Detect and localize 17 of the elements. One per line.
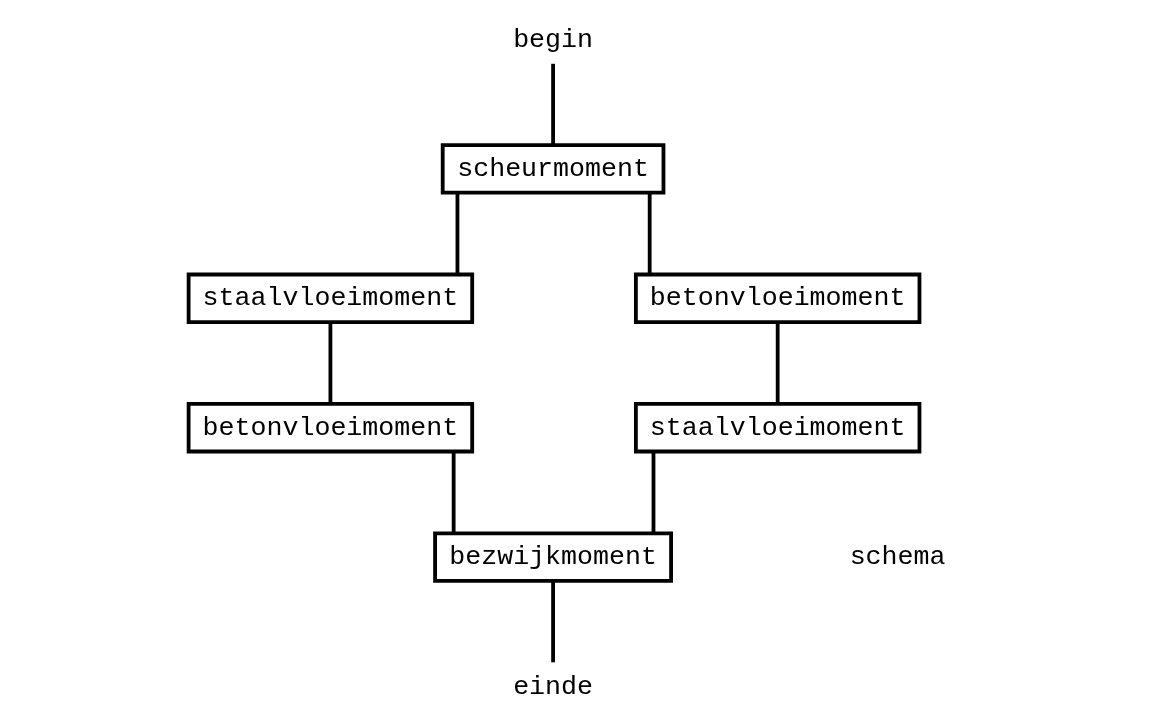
node-box: staalvloeimoment	[186, 272, 475, 324]
connector	[455, 193, 460, 275]
connector	[551, 63, 555, 145]
connector	[775, 322, 780, 404]
node-box: scheurmoment	[440, 143, 666, 195]
connector	[647, 193, 652, 275]
node-box: betonvloeimoment	[186, 402, 475, 454]
connector	[551, 581, 555, 663]
label: schema	[849, 542, 946, 573]
connector	[451, 452, 456, 533]
node-box: staalvloeimoment	[633, 402, 922, 454]
node-text: begin	[513, 24, 594, 55]
node-text: einde	[513, 671, 594, 702]
node-box: bezwijkmoment	[433, 531, 673, 583]
connector	[328, 322, 333, 404]
connector	[651, 452, 656, 533]
node-box: betonvloeimoment	[633, 272, 922, 324]
